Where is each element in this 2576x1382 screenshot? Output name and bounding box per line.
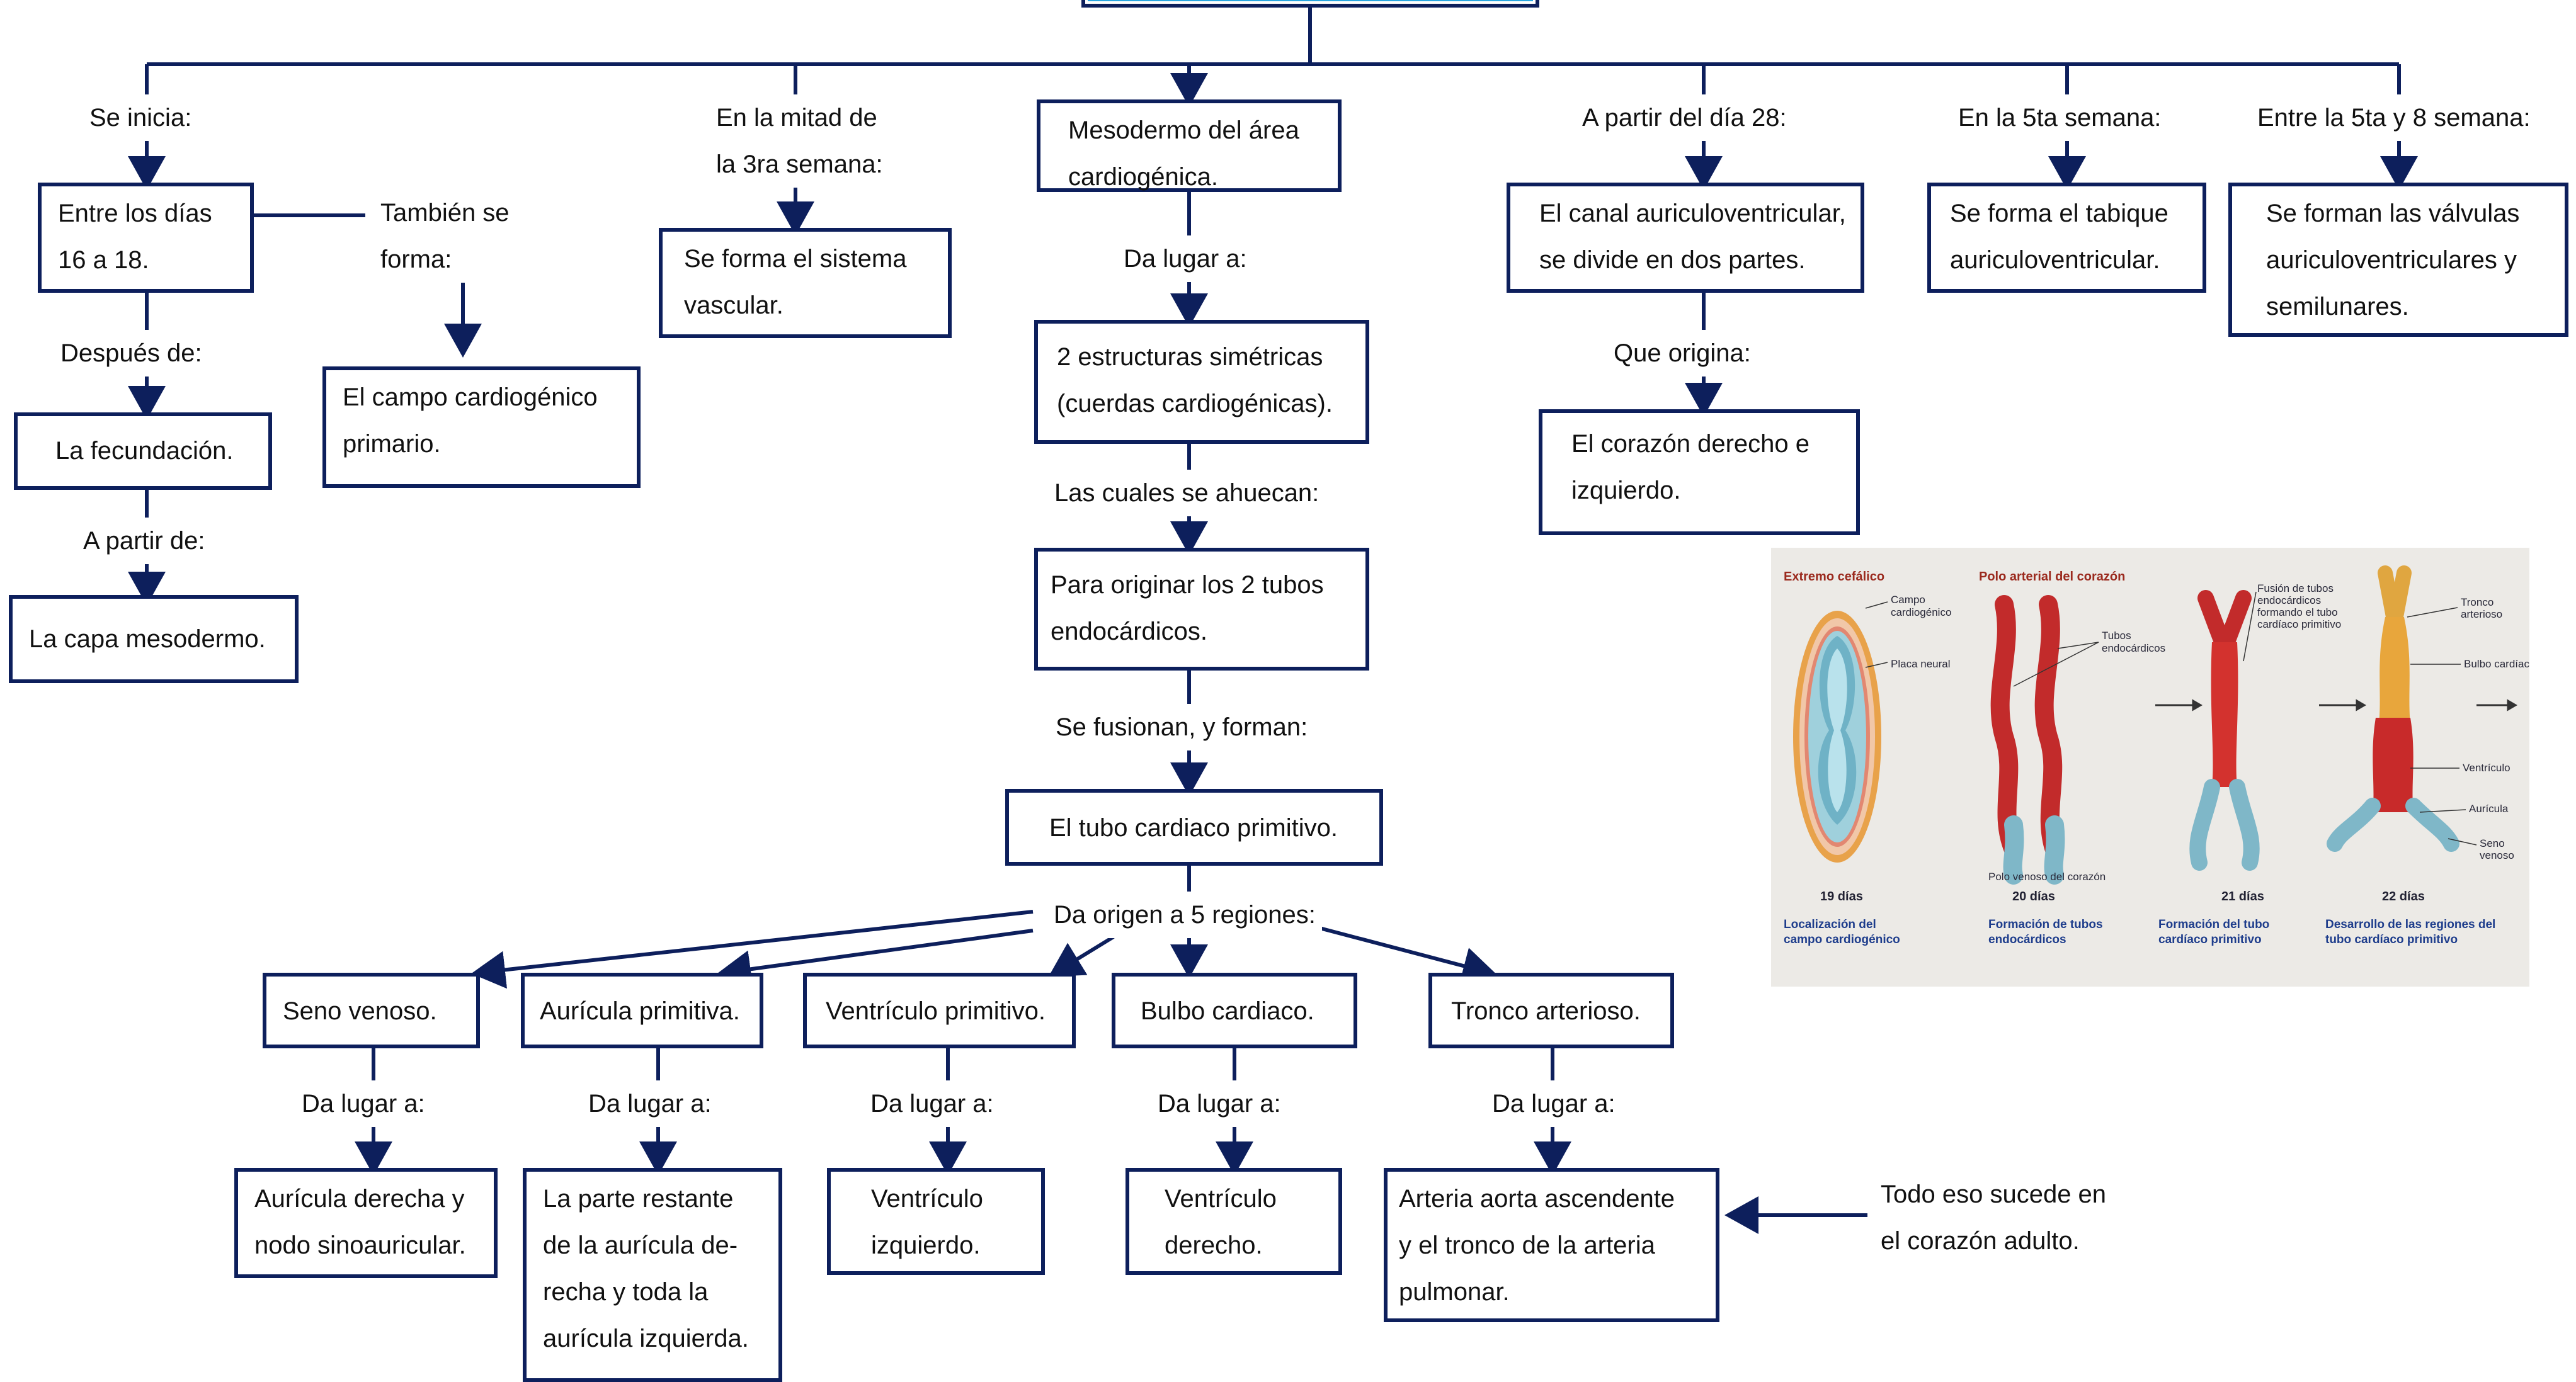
box-auricula-primitiva: Aurícula primitiva. [521,973,763,1048]
box-ventriculo-primitivo: Ventrículo primitivo. [803,973,1076,1048]
box-parte-restante: La parte restante de la aurícula de- rec… [523,1168,782,1382]
box-estructuras-simetricas: 2 estructuras simétricas (cuerdas cardio… [1034,320,1369,444]
label-da-lugar-ventriculo: Da lugar a: [868,1080,996,1127]
primitive-tube-drawing [2189,590,2260,871]
illus-day-21: 21 días [2221,890,2264,903]
label-da-lugar-center: Da lugar a: [1121,235,1250,282]
label-se-fusionan: Se fusionan, y forman: [1053,704,1311,750]
endocardial-tubes-drawing [1990,595,2065,885]
box-fecundacion: La fecundación. [14,412,272,490]
heart-development-illustration: Extremo cefálico Polo arterial del coraz… [1771,548,2529,987]
label-5ta-8-semana: Entre la 5ta y 8 semana: [2255,94,2533,141]
box-ventriculo-izquierdo: Ventrículo izquierdo. [827,1168,1045,1275]
box-entre-dias-16-18: Entre los días 16 a 18. [38,183,254,293]
label-da-lugar-bulbo: Da lugar a: [1155,1080,1284,1127]
label-todo-eso-sucede: Todo eso sucede en el corazón adulto. [1878,1171,2109,1264]
label-se-inicia: Se inicia: [87,94,195,141]
heart-regions-drawing [2327,565,2459,852]
label-tambien-se-forma: También se forma: [378,190,512,283]
label-a-partir-de: A partir de: [81,518,208,564]
box-tabique: Se forma el tabique auriculoventricular. [1927,183,2206,293]
label-5ta-semana: En la 5ta semana: [1956,94,2164,141]
illus-day-22: 22 días [2382,890,2425,903]
label-da-lugar-tronco: Da lugar a: [1490,1080,1618,1127]
label-da-origen: Da origen a 5 regiones: [1047,892,1322,938]
box-tronco-arterioso: Tronco arterioso. [1428,973,1674,1048]
illus-head-mid: Polo arterial del corazón [1979,570,2125,584]
box-ventriculo-derecho: Ventrículo derecho. [1126,1168,1342,1275]
illus-day-19: 19 días [1820,890,1863,903]
illus-head-left: Extremo cefálico [1784,570,1884,584]
illus-auricula: Aurícula [2469,803,2509,815]
box-arteria-aorta: Arteria aorta ascendente y el tronco de … [1384,1168,1719,1322]
label-que-origina: Que origina: [1611,330,1753,377]
box-campo-cardiogenico: El campo cardiogénico primario. [322,366,641,488]
box-tubo-cardiaco-primitivo: El tubo cardiaco primitivo. [1005,789,1383,866]
box-tubos-endocardicos: Para originar los 2 tubos endocárdicos. [1034,548,1369,671]
box-auricula-derecha: Aurícula derecha y nodo sinoauricular. [234,1168,498,1278]
box-bulbo-cardiaco: Bulbo cardiaco. [1112,973,1357,1048]
illus-bulbo: Bulbo cardíaco [2464,658,2529,670]
title-box [1081,0,1539,8]
box-mesodermo-area: Mesodermo del área cardiogénica. [1037,99,1342,192]
box-valvulas: Se forman las válvulas auriculoventricul… [2228,183,2568,337]
box-corazon-derecho-izquierdo: El corazón derecho e izquierdo. [1539,409,1860,535]
label-a-partir-dia-28: A partir del día 28: [1580,94,1789,141]
illus-placa: Placa neural [1891,658,1951,670]
label-da-lugar-seno: Da lugar a: [299,1080,428,1127]
label-mitad-3ra-semana: En la mitad de la 3ra semana: [714,94,886,188]
illus-polo-venoso: Polo venoso del corazón [1988,871,2106,883]
box-sistema-vascular: Se forma el sistema vascular. [659,228,952,338]
illus-day-20: 20 días [2012,890,2055,903]
label-las-cuales: Las cuales se ahuecan: [1052,470,1322,516]
label-despues-de: Después de: [58,330,205,377]
label-da-lugar-auricula: Da lugar a: [586,1080,714,1127]
embryo-19-days-drawing [1793,611,1881,863]
box-capa-mesodermo: La capa mesodermo. [9,595,299,683]
box-canal-auriculoventricular: El canal auriculoventricular, se divide … [1507,183,1864,293]
box-seno-venoso: Seno venoso. [263,973,480,1048]
illus-ventriculo: Ventrículo [2463,762,2510,774]
